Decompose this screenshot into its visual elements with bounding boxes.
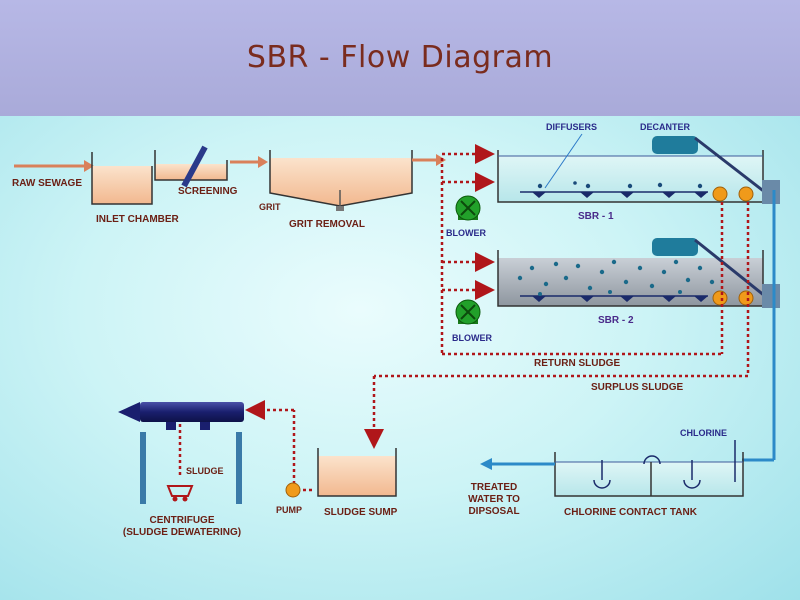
sbr-1-bubbles (537, 181, 703, 189)
decanter-icon (652, 136, 698, 154)
label-inlet-chamber: INLET CHAMBER (96, 214, 180, 225)
label-decanter: DECANTER (640, 122, 691, 132)
screening-channel (154, 145, 268, 188)
pump-icon (712, 290, 728, 306)
label-screening: SCREENING (178, 186, 238, 197)
label-pump: PUMP (276, 505, 302, 515)
diffusers-leader-line (544, 133, 583, 189)
label-sbr-1: SBR - 1 (578, 211, 614, 222)
pump-icon (712, 186, 728, 202)
effluent-pipe (742, 190, 776, 462)
feed-pipes (440, 144, 495, 354)
label-return-sludge: RETURN SLUDGE (534, 358, 620, 369)
label-treated-water-3: DIPSOSAL (468, 506, 519, 517)
blower-2-icon (455, 299, 481, 325)
sbr-2-bubbles (517, 259, 715, 296)
treated-water-outflow (480, 458, 555, 470)
sludge-pump-icon (285, 482, 301, 498)
label-chlorine: CHLORINE (680, 428, 727, 438)
pump-icon (738, 290, 754, 306)
label-surplus-sludge: SURPLUS SLUDGE (591, 382, 684, 393)
sludge-sump-tank (317, 448, 397, 497)
label-centrifuge-2: (SLUDGE DEWATERING) (123, 527, 241, 538)
label-treated-water-1: TREATED (471, 482, 517, 493)
label-diffusers: DIFFUSERS (546, 122, 597, 132)
sludge-cart-icon (166, 485, 194, 502)
label-sludge: SLUDGE (186, 466, 224, 476)
label-grit-removal: GRIT REMOVAL (289, 219, 365, 230)
label-blower-2: BLOWER (452, 333, 492, 343)
inlet-chamber (91, 152, 153, 205)
blower-1-icon (455, 195, 481, 221)
label-centrifuge-1: CENTRIFUGE (150, 515, 215, 526)
centrifuge-icon (118, 402, 244, 504)
sbr-2-pumps (712, 290, 754, 306)
sbr-1-pumps (712, 186, 754, 202)
label-chlorine-contact-tank: CHLORINE CONTACT TANK (564, 507, 698, 518)
label-treated-water-2: WATER TO (468, 494, 520, 505)
grit-removal-tank (269, 150, 446, 211)
label-blower-1: BLOWER (446, 228, 486, 238)
label-sbr-2: SBR - 2 (598, 315, 634, 326)
screen-bar-icon (181, 145, 208, 188)
label-sludge-sump: SLUDGE SUMP (324, 507, 398, 518)
sbr-2-diffusers (532, 296, 708, 302)
decanter-icon (652, 238, 698, 256)
raw-sewage-inflow (14, 160, 94, 172)
sludge-pipes (178, 202, 750, 492)
title-bar: SBR - Flow Diagram (0, 0, 800, 116)
label-raw-sewage: RAW SEWAGE (12, 178, 82, 189)
label-grit: GRIT (259, 202, 281, 212)
chlorine-contact-tank (554, 440, 744, 497)
page-title: SBR - Flow Diagram (246, 40, 554, 75)
pump-icon (738, 186, 754, 202)
sbr-1-diffusers (532, 192, 708, 198)
